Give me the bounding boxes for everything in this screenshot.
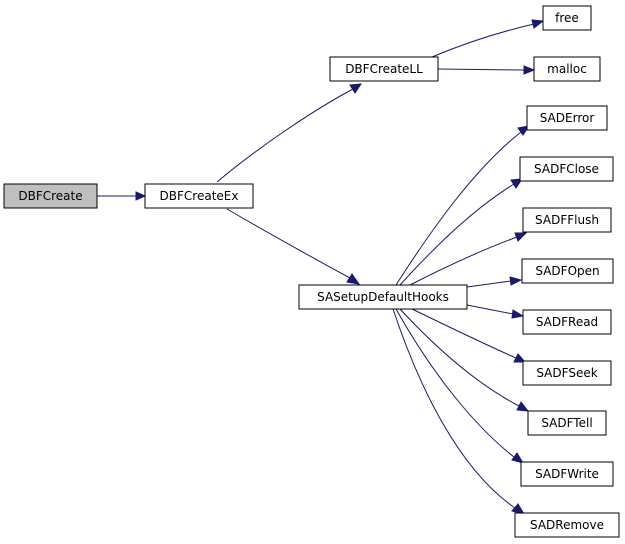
edge-hooks-to-sadfread <box>466 304 525 319</box>
node-sadfopen[interactable]: SADFOpen <box>521 258 614 284</box>
node-label: SASetupDefaultHooks <box>317 290 449 304</box>
edge-dbfcreatell-to-free <box>431 19 545 58</box>
node-sasetupdefaulthooks[interactable]: SASetupDefaultHooks <box>298 284 468 310</box>
node-label: SADError <box>540 111 595 125</box>
nodes: DBFCreate DBFCreateEx DBFCreateLL free m… <box>3 5 620 538</box>
node-label: DBFCreateEx <box>160 189 239 203</box>
edge-hooks-to-sadfclose <box>399 178 523 286</box>
edge-dbfcreateex-to-sasetupdefaulthooks <box>226 208 361 285</box>
node-malloc[interactable]: malloc <box>533 56 601 82</box>
node-sadremove[interactable]: SADRemove <box>514 512 620 538</box>
node-sadfwrite[interactable]: SADFWrite <box>520 461 614 487</box>
edge-hooks-to-sadftell <box>399 308 530 412</box>
node-label: SADFOpen <box>535 264 599 278</box>
node-sadfclose[interactable]: SADFClose <box>519 156 614 182</box>
node-dbfcreate[interactable]: DBFCreate <box>3 183 98 209</box>
node-label: SADFTell <box>541 416 592 430</box>
node-sadftell[interactable]: SADFTell <box>527 410 607 436</box>
edge-hooks-to-sadfseek <box>409 307 527 363</box>
edges <box>97 19 545 515</box>
node-saderror[interactable]: SADError <box>526 105 608 131</box>
node-sadfseek[interactable]: SADFSeek <box>522 360 612 386</box>
edge-hooks-to-saderror <box>395 125 531 286</box>
node-label: free <box>555 11 579 25</box>
node-label: DBFCreate <box>18 189 82 203</box>
node-label: SADFSeek <box>536 366 597 380</box>
node-dbfcreatell[interactable]: DBFCreateLL <box>329 56 439 82</box>
edge-dbfcreateex-to-dbfcreatell <box>216 83 362 183</box>
node-free[interactable]: free <box>542 5 592 31</box>
edge-dbfcreate-to-dbfcreateex <box>97 191 147 201</box>
node-label: SADFWrite <box>535 467 599 481</box>
node-label: SADFFlush <box>535 213 599 227</box>
node-label: SADFRead <box>536 315 598 329</box>
edge-dbfcreatell-to-malloc <box>437 65 536 75</box>
node-dbfcreateex[interactable]: DBFCreateEx <box>144 183 254 209</box>
node-label: DBFCreateLL <box>345 62 423 76</box>
edge-hooks-to-sadfopen <box>466 276 523 288</box>
node-sadfflush[interactable]: SADFFlush <box>522 207 612 233</box>
node-label: SADRemove <box>530 518 604 532</box>
node-label: malloc <box>547 62 587 76</box>
node-sadfread[interactable]: SADFRead <box>522 309 612 335</box>
edge-hooks-to-sadfwrite <box>395 308 525 464</box>
node-label: SADFClose <box>534 162 599 176</box>
edge-hooks-to-sadremove <box>392 308 526 515</box>
edge-hooks-to-sadfflush <box>409 232 528 286</box>
